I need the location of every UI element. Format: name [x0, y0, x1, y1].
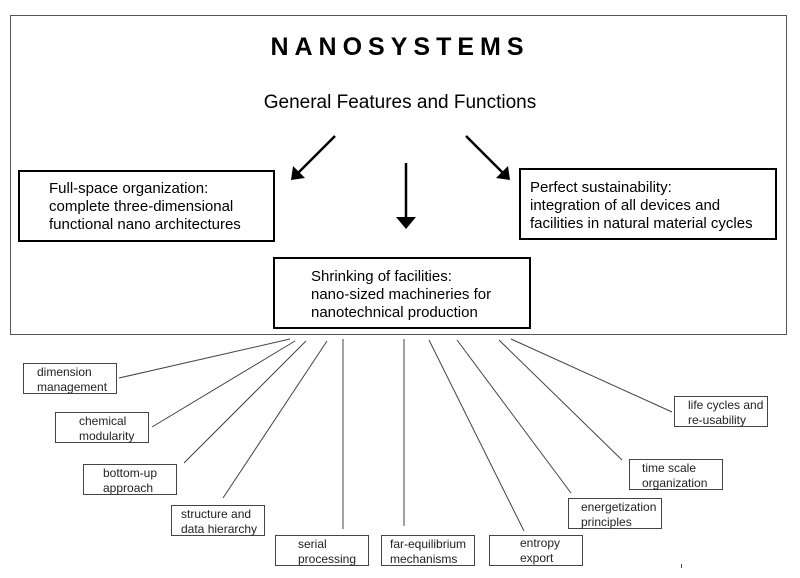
aspect-line: modularity [79, 429, 135, 443]
aspect-box-life-cycles-reusability: life cycles and re-usability [674, 396, 768, 427]
aspect-line: time scale [642, 461, 697, 475]
diagram-title: NANOSYSTEMS [270, 33, 530, 61]
aspect-line: serial [298, 537, 327, 551]
connector-structure-data-hierarchy [222, 340, 328, 499]
feature-line: Shrinking of facilities: [311, 268, 452, 285]
connector-dimension-management [118, 338, 291, 379]
connector-entropy-export [428, 339, 525, 532]
aspect-line: far-equilibrium [390, 537, 467, 551]
aspect-line: export [520, 551, 554, 565]
aspect-line: re-usability [688, 413, 747, 427]
aspect-line: energetization [581, 500, 657, 514]
connector-time-scale [498, 339, 623, 461]
aspect-box-chemical-modularity: chemical modularity [55, 412, 149, 443]
aspect-line: chemical [79, 414, 127, 428]
aspect-line: structure and [181, 507, 252, 521]
feature-line: functional nano architectures [49, 216, 241, 233]
arrows [293, 135, 508, 222]
aspect-box-energetization-principles: energetization principles [568, 498, 662, 529]
aspect-line: dimension [37, 365, 92, 379]
feature-line: Full-space organization: [49, 180, 209, 197]
arrow-to-full-space [293, 135, 336, 178]
feature-line: Perfect sustainability: [530, 179, 672, 196]
aspect-line: mechanisms [390, 552, 458, 566]
nanosystems-frame [10, 15, 787, 335]
aspect-box-time-scale-organization: time scale organization [629, 459, 723, 490]
feature-line: nanotechnical production [311, 304, 478, 321]
aspect-box-dimension-management: dimension management [23, 363, 117, 394]
aspect-line: organization [642, 476, 708, 490]
feature-box-perfect-sustainability: Perfect sustainability: integration of a… [519, 168, 777, 240]
arrowhead-left [291, 166, 305, 180]
feature-line: complete three-dimensional [49, 198, 234, 215]
aspect-line: life cycles and [688, 398, 764, 412]
stray-tick-mark [681, 564, 682, 568]
feature-box-full-space-organization: Full-space organization: complete three-… [18, 170, 275, 242]
aspect-box-bottom-up-approach: bottom-up approach [83, 464, 177, 495]
aspect-line: principles [581, 515, 632, 529]
connector-energetization [456, 339, 572, 494]
feature-line: facilities in natural material cycles [530, 215, 753, 232]
connector-life-cycles [510, 338, 673, 413]
aspect-box-entropy-export: entropy export [489, 535, 583, 566]
aspect-line: entropy [520, 536, 561, 550]
aspect-line: bottom-up [103, 466, 158, 480]
arrowhead-center [396, 217, 416, 229]
aspect-line: data hierarchy [181, 522, 258, 536]
diagram-subtitle: General Features and Functions [263, 92, 537, 113]
feature-line: integration of all devices and [530, 197, 721, 214]
aspect-line: processing [298, 552, 357, 566]
connector-bottom-up-approach [183, 340, 307, 464]
aspect-box-structure-data-hierarchy: structure and data hierarchy [171, 505, 265, 536]
aspect-connectors [118, 338, 673, 532]
aspect-line: management [37, 380, 108, 394]
aspect-box-far-equilibrium-mechanisms: far-equilibrium mechanisms [381, 535, 475, 566]
arrowhead-right [496, 166, 510, 180]
feature-box-shrinking-of-facilities: Shrinking of facilities: nano-sized mach… [273, 257, 531, 329]
feature-line: nano-sized machineries for [311, 286, 492, 303]
arrow-to-sustainability [465, 135, 508, 178]
aspect-box-serial-processing: serial processing [275, 535, 369, 566]
aspect-line: approach [103, 481, 154, 495]
connector-chemical-modularity [151, 340, 296, 428]
